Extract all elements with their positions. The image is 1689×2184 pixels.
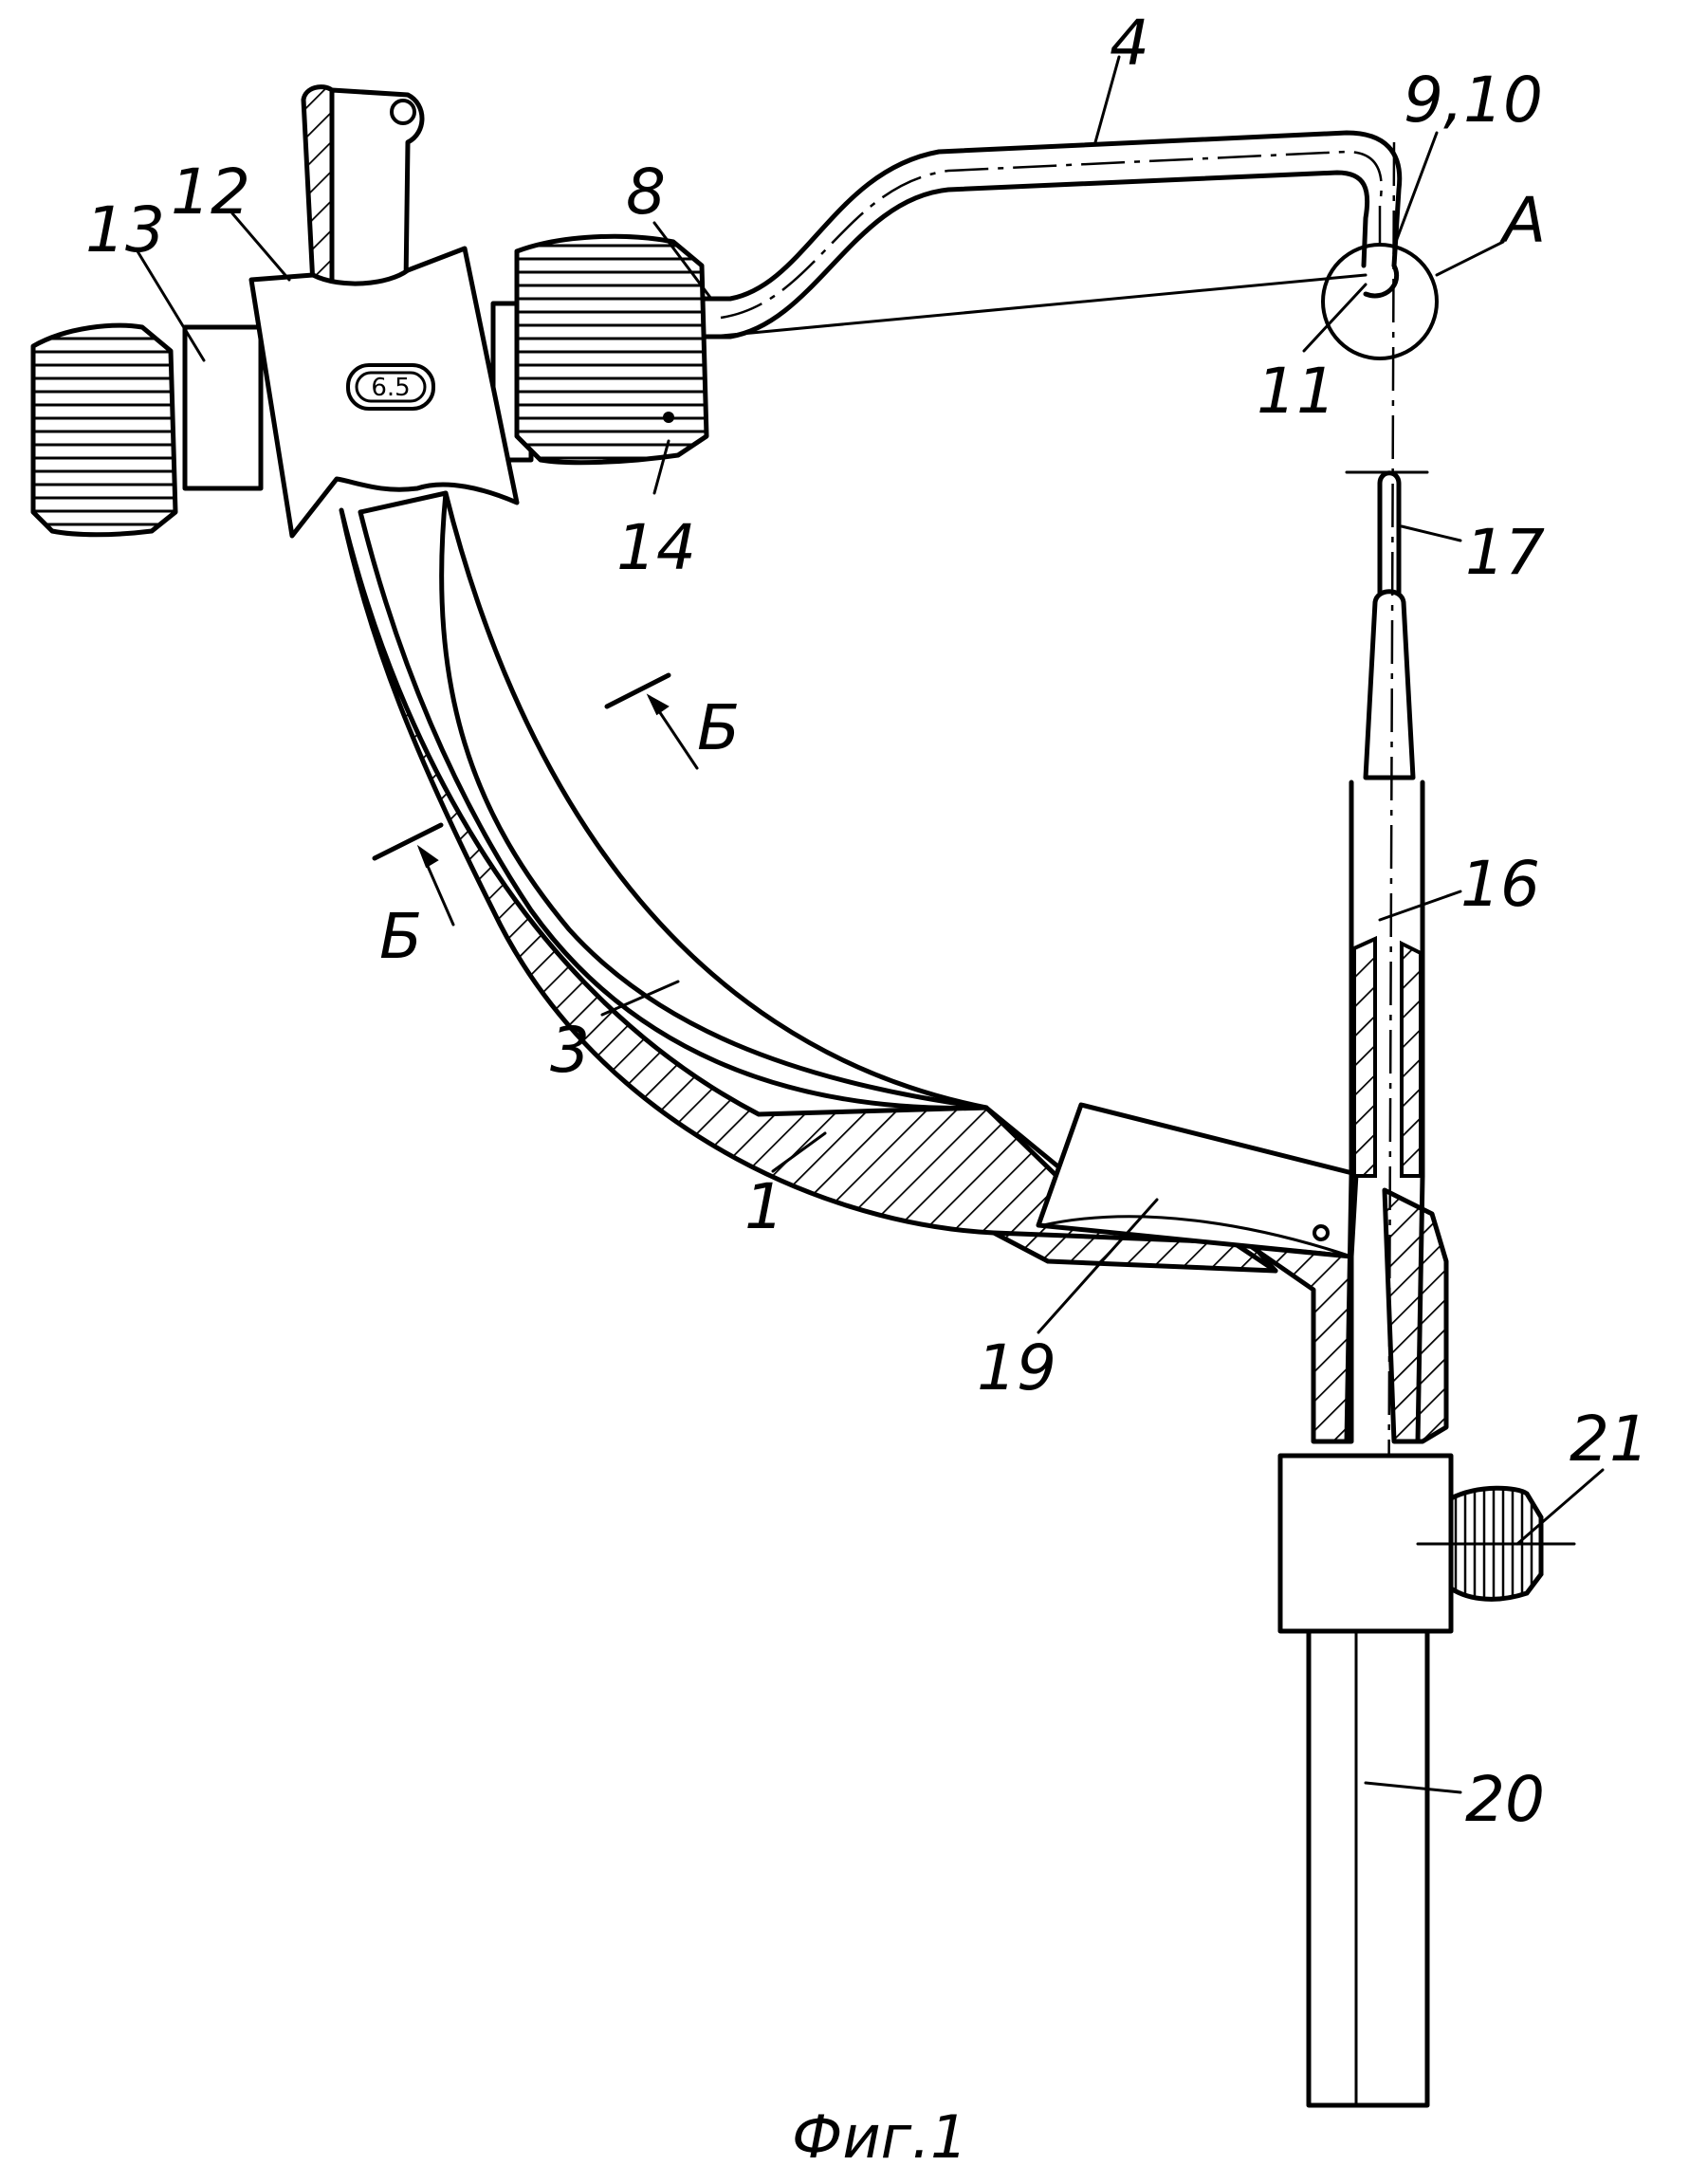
top-lever-outline bbox=[332, 90, 422, 284]
hook-end bbox=[1366, 266, 1397, 296]
label-1: 1 bbox=[744, 1170, 784, 1243]
label-a: А bbox=[1499, 184, 1546, 257]
label-14: 14 bbox=[616, 511, 696, 584]
rod-insert-2 bbox=[1402, 944, 1421, 1176]
leader-a bbox=[1437, 242, 1503, 275]
label-13: 13 bbox=[85, 193, 165, 266]
spacer-left bbox=[185, 327, 261, 488]
collar-21 bbox=[1280, 1456, 1574, 1631]
lower-bracket-left bbox=[1252, 1247, 1351, 1441]
knob-14-dot bbox=[663, 412, 674, 423]
label-b-upper: Б bbox=[697, 691, 740, 764]
section-mark-lower-arrowhead bbox=[420, 849, 436, 866]
lower-bracket-right bbox=[1385, 1190, 1446, 1441]
knob-14 bbox=[517, 236, 707, 462]
handle-20 bbox=[1309, 1631, 1427, 2105]
label-4: 4 bbox=[1110, 7, 1149, 80]
figure-caption: Фиг.1 bbox=[792, 2102, 967, 2172]
rod-taper bbox=[1366, 592, 1413, 778]
leader-11 bbox=[1304, 284, 1366, 351]
section-mark-lower-bar bbox=[375, 825, 441, 858]
label-16: 16 bbox=[1460, 848, 1540, 921]
label-17: 17 bbox=[1465, 516, 1545, 589]
beam-outer bbox=[702, 133, 1400, 299]
label-9-10: 9,10 bbox=[1404, 64, 1543, 137]
label-12: 12 bbox=[171, 156, 250, 229]
section-mark-upper-arrowhead bbox=[650, 697, 667, 713]
label-21: 21 bbox=[1570, 1403, 1649, 1476]
thread-line bbox=[711, 275, 1366, 337]
detail-circle-a bbox=[1323, 245, 1437, 358]
section-mark-upper bbox=[607, 675, 697, 768]
label-11: 11 bbox=[1257, 355, 1336, 428]
label-19: 19 bbox=[977, 1331, 1056, 1404]
leader-17 bbox=[1402, 526, 1460, 541]
handle-body bbox=[1309, 1631, 1427, 2105]
label-3: 3 bbox=[550, 1014, 590, 1087]
block-marking: 6.5 bbox=[371, 374, 410, 402]
rod-insert bbox=[1354, 939, 1375, 1176]
top-beam-4 bbox=[702, 133, 1400, 337]
label-20: 20 bbox=[1465, 1763, 1545, 1836]
top-lever bbox=[303, 87, 332, 284]
label-8: 8 bbox=[626, 156, 666, 229]
rod-tip-17 bbox=[1380, 473, 1399, 593]
label-b-lower: Б bbox=[379, 900, 422, 973]
knob-13 bbox=[33, 325, 175, 535]
central-block-12: 6.5 bbox=[33, 87, 707, 536]
